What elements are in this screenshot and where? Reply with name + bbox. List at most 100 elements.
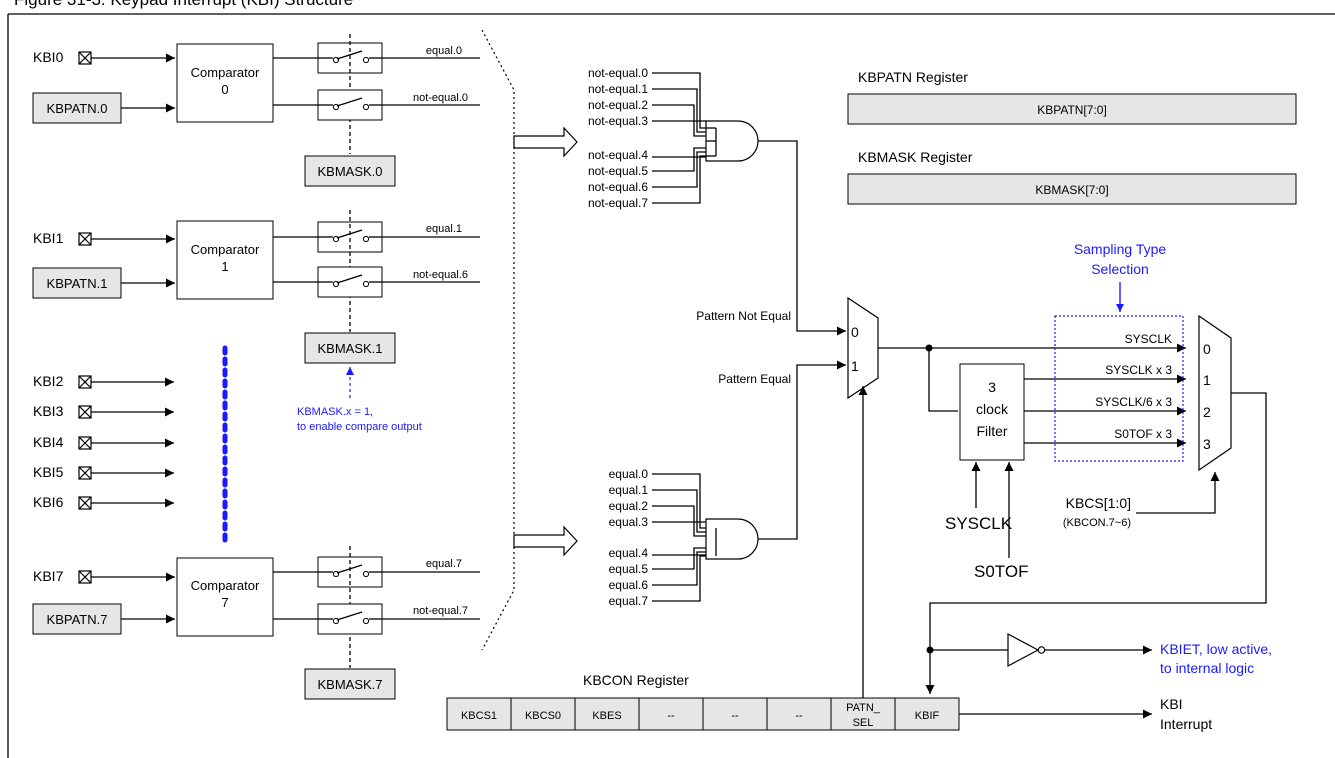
- list-item: not-equal.3: [588, 114, 648, 128]
- comparator-1-label: Comparator: [191, 242, 260, 257]
- not-equal-fan-in: [652, 72, 706, 204]
- list-item: equal.5: [609, 562, 649, 576]
- sampling-opt0: SYSCLK: [1125, 332, 1172, 346]
- kbmask0-register: [304, 155, 396, 187]
- kbmask0-label: KBMASK.0: [317, 164, 382, 179]
- comparator-7-label: Comparator: [191, 578, 260, 593]
- pattern-mux: [847, 296, 879, 400]
- kbmask1-register: [304, 332, 396, 364]
- pin-icon: [78, 466, 92, 480]
- kbpatn-register-value: KBPATN[7:0]: [1037, 103, 1107, 117]
- comparator-1-index: 1: [221, 259, 228, 274]
- kbi0-pin-group: KBI0: [33, 49, 175, 65]
- kbcon-cell: PATN_: [846, 702, 881, 714]
- kbmask-register: [847, 173, 1297, 205]
- kbcon-cell: --: [731, 710, 739, 722]
- kbpatn7-register: [32, 603, 122, 635]
- comparator-1: [176, 220, 274, 300]
- hollow-arrow-not-equal: [513, 126, 578, 158]
- kbpatn1-register: [32, 267, 122, 299]
- switch-not-equal-7: [317, 603, 383, 635]
- and-gate-equal: [705, 518, 759, 560]
- pattern-mux-sel0: 0: [851, 324, 859, 340]
- sampling-mux-sel3: 3: [1203, 436, 1211, 452]
- mask-note-line1: KBMASK.x = 1,: [297, 406, 373, 418]
- comparator-0: [176, 43, 274, 123]
- list-item: equal.7: [609, 594, 649, 608]
- kbmask-register-value: KBMASK[7:0]: [1035, 183, 1108, 197]
- sampling-opt3: S0TOF x 3: [1114, 427, 1172, 441]
- kbmask1-label: KBMASK.1: [317, 341, 382, 356]
- kbcon-cell: --: [795, 710, 803, 722]
- equal-0-out-label: equal.0: [426, 45, 462, 57]
- sampling-mux-sel2: 2: [1203, 404, 1211, 420]
- kbpatn7-label: KBPATN.7: [47, 612, 108, 627]
- kbcs-sub-label: (KBCON.7~6): [1063, 517, 1131, 529]
- sampling-title-line1: Sampling Type: [1074, 241, 1167, 257]
- not-equal-list: not-equal.0 not-equal.1 not-equal.2 not-…: [588, 66, 648, 210]
- mask-note-line2: to enable compare output: [297, 421, 422, 433]
- filter-line2: clock: [976, 401, 1009, 417]
- list-item: not-equal.4: [588, 148, 648, 162]
- list-item: not-equal.6: [588, 180, 648, 194]
- filter-line1: 3: [988, 379, 996, 395]
- pattern-not-equal-label: Pattern Not Equal: [696, 309, 791, 323]
- pin-icon: [78, 570, 92, 584]
- kbcon-register-title: KBCON Register: [583, 672, 689, 688]
- sampling-mux-sel0: 0: [1203, 341, 1211, 357]
- sampling-opt2: SYSCLK/6 x 3: [1095, 395, 1172, 409]
- figure-caption: Figure 31-3. Keypad Interrupt (KBI) Stru…: [14, 0, 353, 9]
- pin-icon: [78, 436, 92, 450]
- kbmask7-label: KBMASK.7: [317, 677, 382, 692]
- kbiet-label-line2: to internal logic: [1160, 660, 1254, 676]
- pattern-equal-line: [758, 360, 846, 540]
- list-item: not-equal.2: [588, 98, 648, 112]
- pin-icon: [78, 405, 92, 419]
- pattern-not-equal-line: [758, 140, 846, 336]
- pin-icon: [78, 375, 92, 389]
- kbi5-label: KBI5: [33, 464, 64, 480]
- sampling-title-line2: Selection: [1091, 261, 1149, 277]
- kbpatn0-register: [32, 92, 122, 124]
- kbpatn0-label: KBPATN.0: [47, 101, 108, 116]
- equal-fan-in: [652, 473, 706, 602]
- kbi-interrupt-line1: KBI: [1160, 696, 1183, 712]
- list-item: equal.1: [609, 483, 649, 497]
- comparator-7: [176, 557, 274, 637]
- list-item: not-equal.0: [588, 66, 648, 80]
- list-item: not-equal.1: [588, 82, 648, 96]
- pattern-equal-label: Pattern Equal: [718, 372, 791, 386]
- kbcon-register: KBCS1 KBCS0 KBES -- -- -- PATN_ SEL KBIF: [446, 697, 960, 731]
- list-item: equal.6: [609, 578, 649, 592]
- kbi6-label: KBI6: [33, 494, 64, 510]
- kbi7-pin-group: KBI7: [33, 568, 175, 584]
- kbcon-cell: KBCS0: [525, 710, 561, 722]
- kbpatn1-label: KBPATN.1: [47, 276, 108, 291]
- list-item: equal.4: [609, 546, 649, 560]
- comparator-7-index: 7: [221, 595, 228, 610]
- kbi5-pin-group: KBI5: [33, 464, 174, 480]
- equal-list: equal.0 equal.1 equal.2 equal.3 equal.4 …: [609, 467, 649, 608]
- kbi2-pin-group: KBI2: [33, 373, 174, 389]
- not-equal-6-out-label: not-equal.6: [413, 269, 468, 281]
- kbi0-label: KBI0: [33, 49, 64, 65]
- sampling-type-box: [1054, 315, 1184, 462]
- kbi4-pin-group: KBI4: [33, 434, 174, 450]
- list-item: not-equal.5: [588, 164, 648, 178]
- kbpatn-register-title: KBPATN Register: [858, 69, 968, 85]
- filter-line3: Filter: [976, 423, 1007, 439]
- kbcon-cell: --: [667, 710, 675, 722]
- kbcon-cell: SEL: [853, 717, 874, 729]
- kbi2-label: KBI2: [33, 373, 64, 389]
- pin-icon: [78, 496, 92, 510]
- pin-icon: [78, 51, 92, 65]
- filter-sysclk-label: SYSCLK: [945, 514, 1013, 533]
- hollow-arrow-equal: [513, 525, 578, 557]
- comparator-0-label: Comparator: [191, 65, 260, 80]
- equal-1-out-label: equal.1: [426, 223, 462, 235]
- kbi1-label: KBI1: [33, 230, 64, 246]
- kbcon-cell: KBES: [592, 710, 621, 722]
- comparator-0-index: 0: [221, 82, 228, 97]
- list-item: equal.0: [609, 467, 649, 481]
- not-equal-0-out-label: not-equal.0: [413, 92, 468, 104]
